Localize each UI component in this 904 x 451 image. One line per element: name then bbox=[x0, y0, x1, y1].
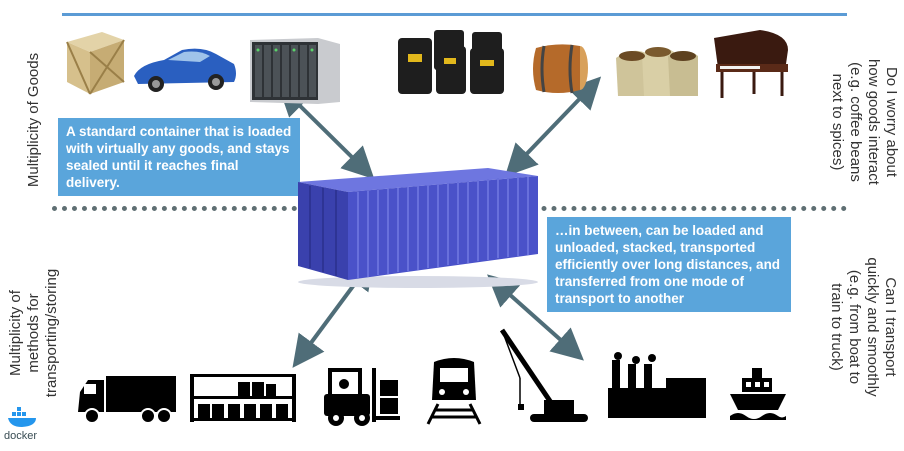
piano-icon bbox=[714, 30, 788, 98]
wine-barrel-icon bbox=[533, 44, 588, 94]
truck-icon bbox=[78, 376, 176, 424]
arrow-barrel-to-container bbox=[504, 76, 602, 177]
arrow-container-to-crane bbox=[487, 274, 584, 361]
crate-icon bbox=[66, 32, 125, 95]
coffee-sacks-icon bbox=[616, 47, 698, 96]
server-rack-icon bbox=[250, 38, 340, 104]
oil-barrels-icon bbox=[398, 30, 504, 94]
shipping-container-icon bbox=[298, 168, 538, 288]
arrow-server-to-container bbox=[277, 83, 375, 180]
warehouse-shelf-icon bbox=[190, 374, 296, 422]
container-callout: A standard container that is loaded with… bbox=[58, 118, 300, 196]
forklift-icon bbox=[324, 368, 400, 426]
sports-car-icon bbox=[134, 48, 236, 92]
docker-logo-text: docker bbox=[4, 430, 38, 442]
crane-icon bbox=[499, 328, 588, 422]
ship-icon bbox=[730, 368, 786, 420]
between-callout: …in between, can be loaded and unloaded,… bbox=[547, 217, 791, 312]
top-divider-line bbox=[62, 13, 847, 16]
train-icon bbox=[426, 358, 482, 425]
docker-whale-icon bbox=[8, 407, 36, 427]
factory-icon bbox=[608, 352, 706, 418]
